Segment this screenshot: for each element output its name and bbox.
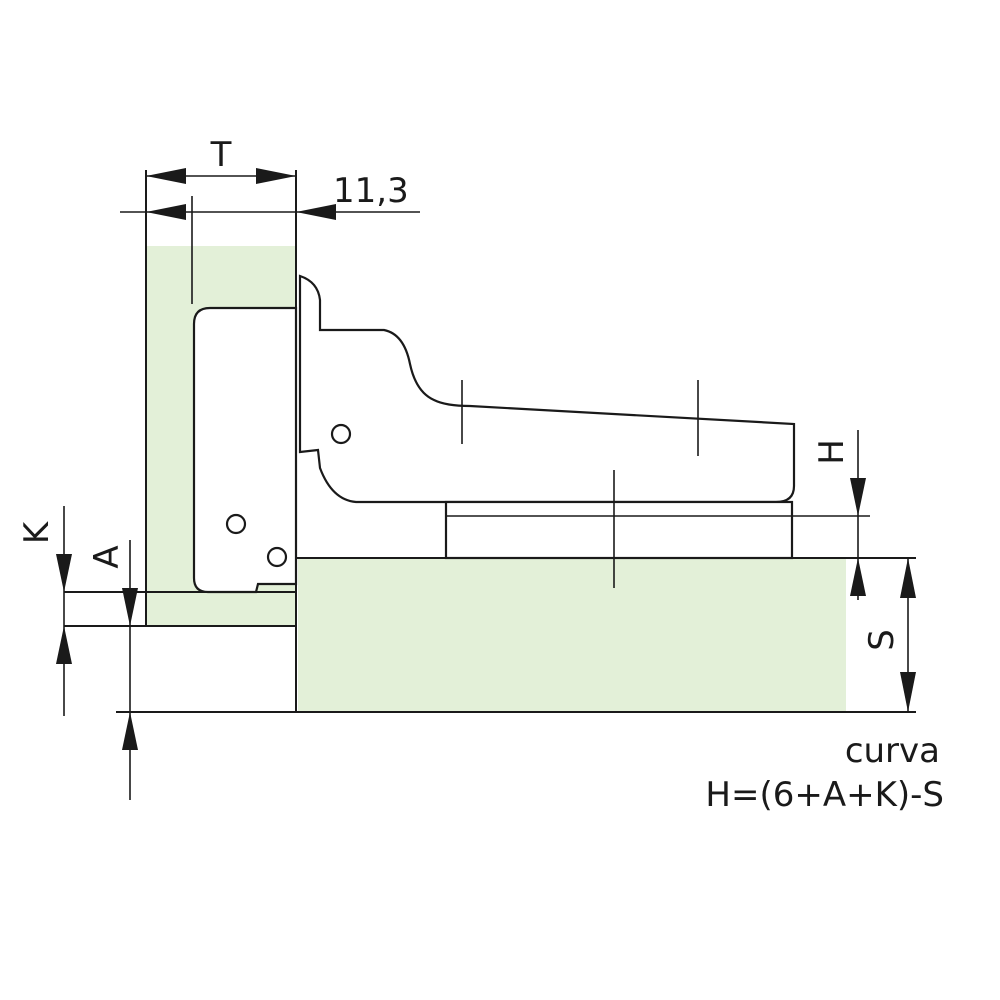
arm-adjust-screw	[330, 423, 352, 445]
hinge-cup	[192, 306, 298, 594]
dim-offset-arrow-left	[146, 204, 186, 220]
formula-label: H=(6+A+K)-S	[705, 775, 944, 815]
dim-a-label: A	[87, 545, 127, 568]
dim-k-label: K	[17, 520, 57, 544]
dim-offset-arrow-right	[296, 204, 336, 220]
dim-s-arrow-bottom	[900, 672, 916, 712]
dim-a-arrow-bottom	[122, 712, 138, 750]
hinge-type-label: curva	[845, 731, 940, 771]
cup-screw-hole-2	[266, 546, 288, 568]
cabinet-side-panel	[298, 558, 846, 712]
dim-h-arrow-bottom	[850, 558, 866, 596]
dim-t-arrow-right	[256, 168, 296, 184]
dim-s-label: S	[862, 629, 902, 651]
dim-t-label: T	[210, 135, 232, 175]
cup-screw-hole-1	[225, 513, 247, 535]
dim-k-arrow-bottom	[56, 626, 72, 664]
dim-t-arrow-left	[146, 168, 186, 184]
dim-k-arrow-top	[56, 554, 72, 592]
mounting-plate	[444, 500, 794, 560]
dim-a-arrow-top	[122, 588, 138, 626]
dim-h-arrow-top	[850, 478, 866, 516]
dim-s-arrow-top	[900, 558, 916, 598]
hinge-arm	[298, 274, 796, 504]
dim-offset-label: 11,3	[333, 171, 409, 211]
dim-h-label: H	[812, 439, 852, 465]
